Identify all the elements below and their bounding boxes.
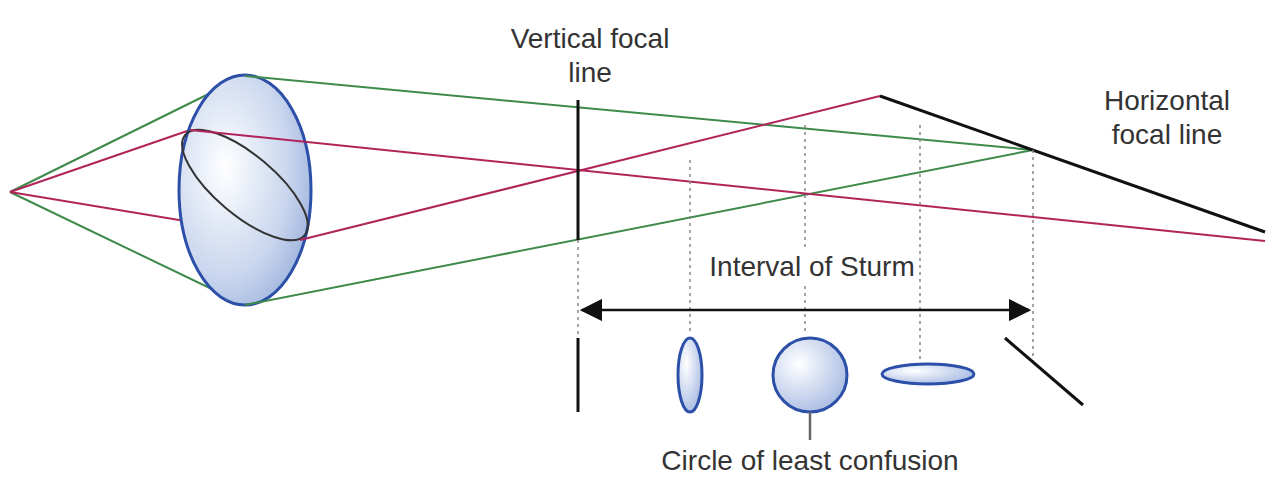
focal-line-label: Horizontal focal line bbox=[1068, 84, 1266, 151]
circle-label: Circle of least confusion bbox=[657, 444, 962, 478]
interval-arrow bbox=[582, 309, 1029, 312]
refracted-rays bbox=[190, 76, 1265, 305]
dotted-guides bbox=[578, 125, 1033, 362]
focal-line-label: Vertical focal line bbox=[491, 22, 689, 89]
cross-sections bbox=[578, 338, 1083, 440]
vertical-focal-line bbox=[577, 100, 580, 240]
interval-label: Interval of Sturm bbox=[705, 250, 918, 284]
astigmatic-lens bbox=[166, 75, 324, 305]
